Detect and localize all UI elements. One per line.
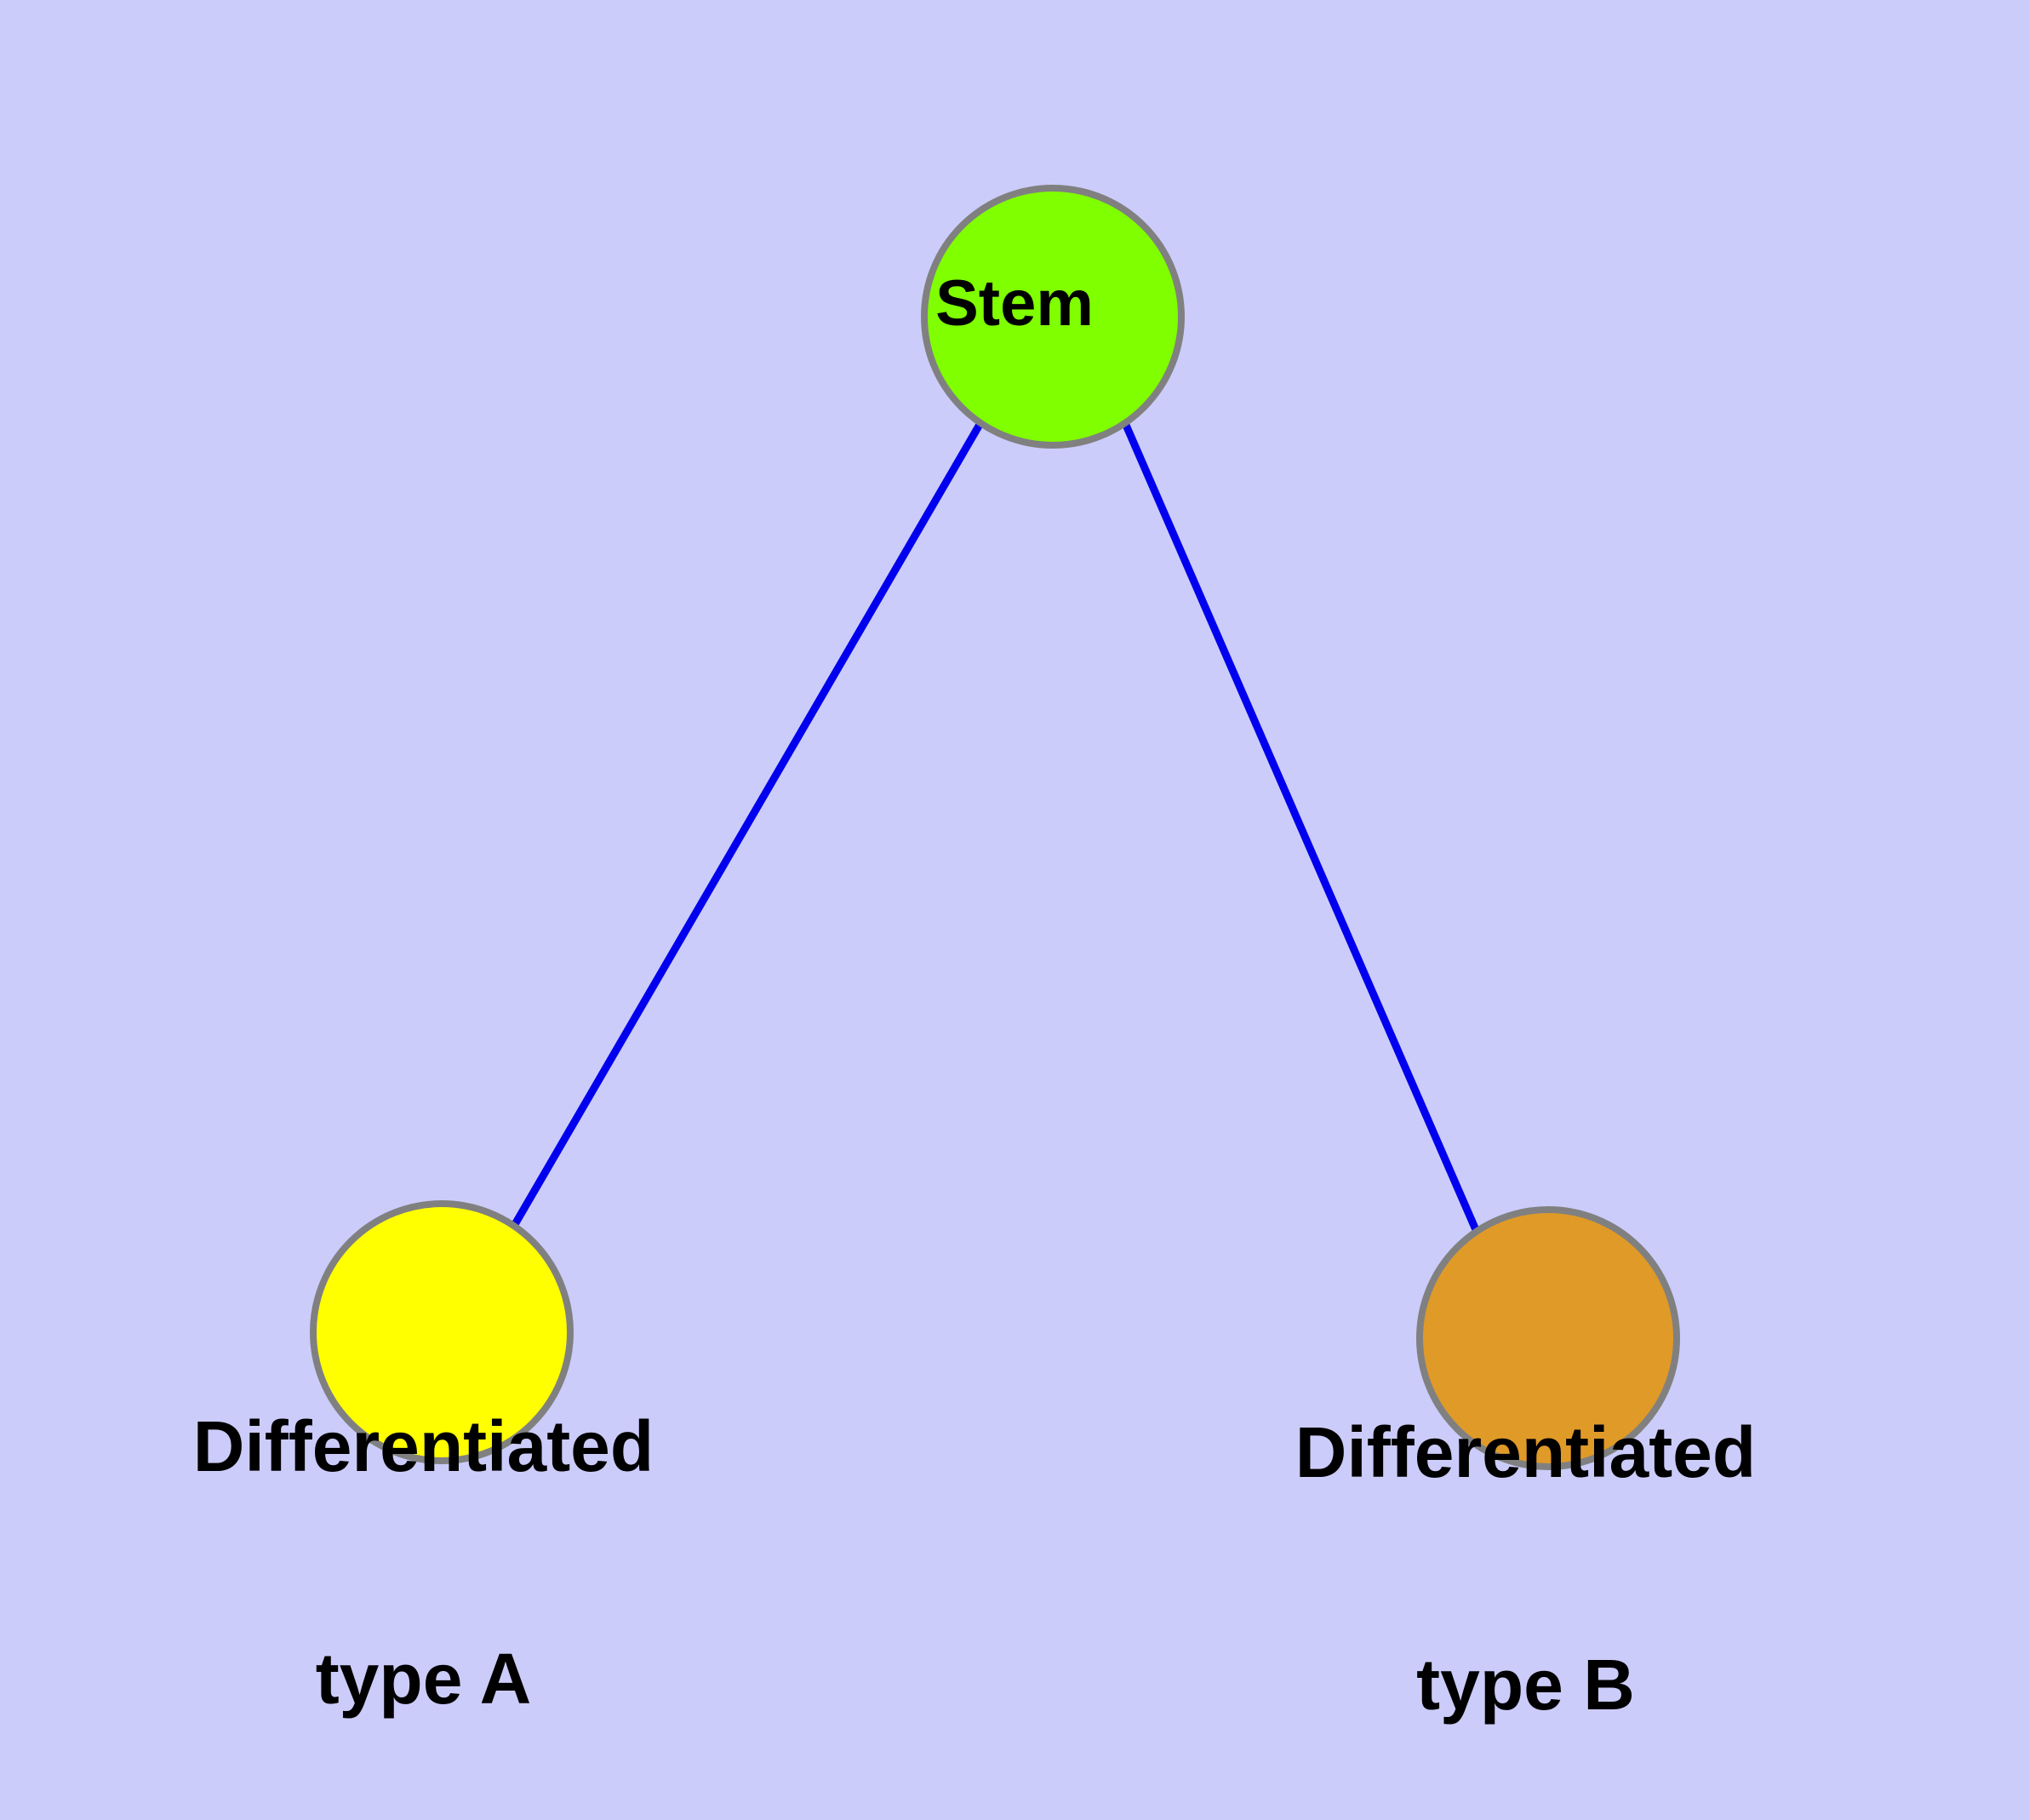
node-differentiated-type-a[interactable] [310,1200,574,1464]
node-stem[interactable] [921,185,1185,449]
edge-stem-to-differentiated-a[interactable] [511,421,984,1228]
edge-stem-to-differentiated-b[interactable] [1121,421,1481,1233]
node-differentiated-type-b[interactable] [1416,1206,1680,1470]
